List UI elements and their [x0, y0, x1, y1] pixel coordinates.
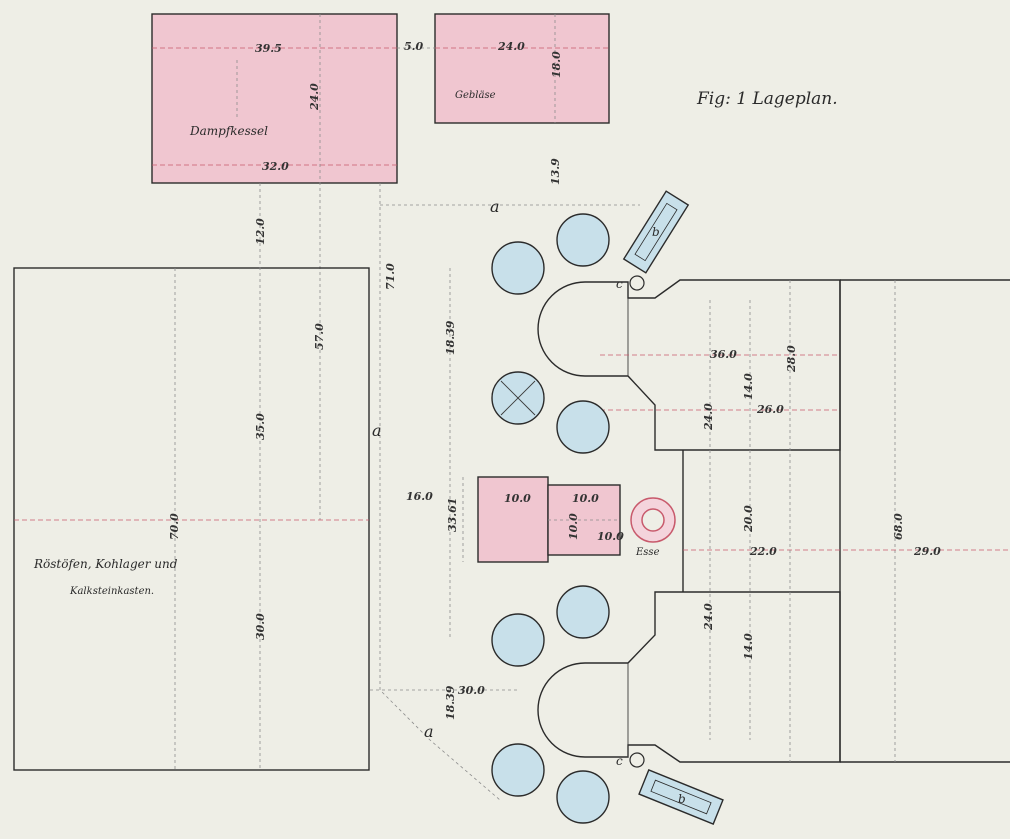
b-block-bottom — [638, 769, 724, 825]
tank-2 — [556, 213, 610, 267]
storage-building — [13, 267, 370, 771]
label-geblaese: Gebläse — [455, 90, 496, 101]
label-b-top: b — [652, 225, 660, 239]
dim-boiler-height: 24.0 — [308, 83, 321, 111]
tank-1 — [491, 241, 545, 295]
dim-70-0: 70.0 — [168, 513, 181, 540]
dim-68-0: 68.0 — [892, 513, 905, 540]
dim-10-0-c: 10.0 — [597, 530, 624, 543]
dim-35-0: 35.0 — [254, 413, 267, 440]
dim-blower-height: 18.0 — [550, 51, 563, 78]
label-a-top: a — [490, 197, 500, 216]
dim-10-0-d: 10.0 — [567, 513, 580, 540]
lower-furnace-building — [537, 591, 841, 763]
chimney-inner — [641, 508, 665, 532]
label-dampfkessel: Dampfkessel — [189, 124, 268, 138]
blower-house — [434, 13, 610, 124]
dim-30-0-left: 30.0 — [254, 613, 267, 640]
tank-4 — [556, 400, 610, 454]
label-a-bottom: a — [424, 722, 434, 741]
label-storage-line1: Röstöfen, Kohlager und — [33, 557, 178, 571]
tank-3-cross-b — [500, 380, 536, 416]
upper-furnace-building — [537, 279, 841, 451]
boiler-house — [151, 13, 398, 184]
tank-6 — [491, 613, 545, 667]
label-c-bottom: c — [616, 754, 623, 768]
dim-18-39-bottom: 18.39 — [444, 685, 457, 720]
tank-5 — [556, 585, 610, 639]
label-esse: Esse — [635, 547, 660, 558]
dim-22-0: 22.0 — [749, 545, 777, 558]
dim-30-0-bottom: 30.0 — [458, 684, 485, 697]
dim-13-9: 13.9 — [549, 158, 562, 185]
dim-24-0-b: 24.0 — [702, 603, 715, 631]
drawing-title: Fig: 1 Lageplan. — [696, 89, 838, 109]
dim-20-0: 20.0 — [742, 505, 755, 533]
dim-71-0: 71.0 — [384, 263, 397, 290]
dim-33-61: 33.61 — [446, 498, 459, 532]
tank-8 — [556, 770, 610, 824]
central-block-left — [477, 476, 549, 563]
dim-16-0: 16.0 — [406, 490, 433, 503]
dim-boiler-width-bottom: 32.0 — [262, 160, 289, 173]
dim-gap-5: 5.0 — [404, 40, 423, 53]
dim-14-0-a: 14.0 — [742, 373, 755, 400]
dim-12-0: 12.0 — [254, 218, 267, 245]
b-block-top — [622, 190, 690, 274]
c-marker-bottom — [629, 752, 645, 768]
dim-14-0-b: 14.0 — [742, 633, 755, 660]
dim-57-0: 57.0 — [313, 323, 326, 350]
label-storage-line2: Kalksteinkasten. — [69, 586, 154, 597]
dim-10-0-b: 10.0 — [572, 492, 599, 505]
dim-boiler-width-top: 39.5 — [255, 42, 282, 55]
dim-blower-width: 24.0 — [497, 40, 525, 53]
dim-24-0-a: 24.0 — [702, 403, 715, 431]
label-c-top: c — [616, 277, 623, 291]
dim-10-0-a: 10.0 — [504, 492, 531, 505]
label-a-mid: a — [372, 421, 382, 440]
track-a-path — [379, 183, 501, 801]
dim-26-0: 26.0 — [756, 403, 784, 416]
c-marker-top — [629, 275, 645, 291]
tank-7 — [491, 743, 545, 797]
dim-36-0: 36.0 — [710, 348, 737, 361]
dim-29-0: 29.0 — [913, 545, 941, 558]
label-b-bottom: b — [678, 792, 686, 806]
dim-18-39-top: 18.39 — [444, 320, 457, 355]
dim-28-0: 28.0 — [785, 345, 798, 373]
